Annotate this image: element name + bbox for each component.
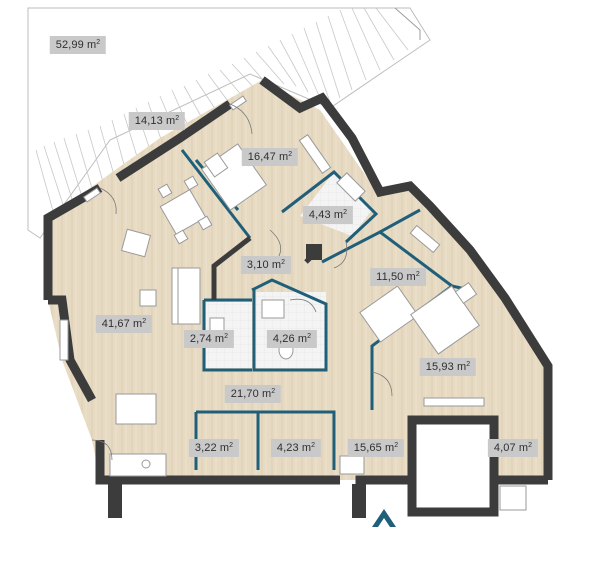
area-label-bathroom-2: 4,26 m2 — [266, 330, 318, 348]
stairwell — [407, 415, 499, 517]
apartment-floor — [48, 80, 548, 480]
furniture — [59, 95, 527, 511]
area-label-bedroom-2: 11,50 m2 — [370, 268, 426, 286]
area-label-bedroom-1: 16,47 m2 — [241, 148, 299, 166]
area-label-bedroom-3: 15,93 m2 — [419, 358, 477, 376]
area-label-terrace: 52,99 m2 — [49, 36, 107, 54]
area-label-hall-1: 3,10 m2 — [240, 256, 292, 274]
area-label-storage-1: 3,22 m2 — [188, 439, 240, 457]
area-label-storage-2: 4,23 m2 — [270, 439, 322, 457]
area-label-bathroom-1: 4,43 m2 — [302, 206, 354, 224]
partition-walls — [211, 236, 322, 300]
area-label-wc-1: 2,74 m2 — [183, 330, 235, 348]
north-arrow-icon — [372, 509, 396, 527]
area-label-living-room: 41,67 m2 — [95, 315, 153, 333]
door-swings — [91, 103, 393, 461]
area-label-wardrobe: 4,07 m2 — [487, 439, 539, 457]
area-label-entrance-hall: 15,65 m2 — [347, 439, 405, 457]
area-label-balcony: 14,13 m2 — [128, 112, 186, 130]
area-label-corridor: 21,70 m2 — [224, 385, 282, 403]
terrace-deck — [27, 7, 431, 239]
